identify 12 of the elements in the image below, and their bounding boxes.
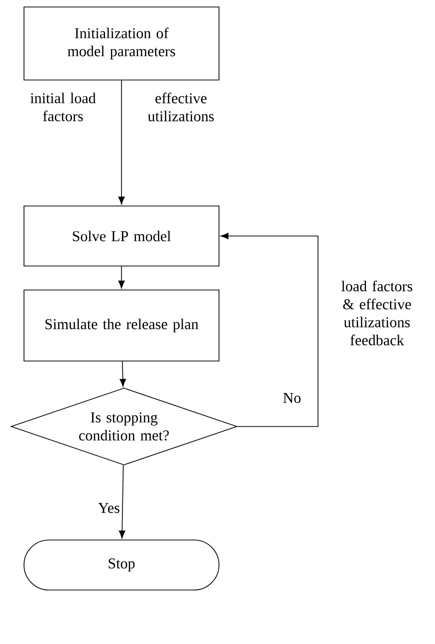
terminal-box: Stop (24, 540, 220, 590)
annotation-text: load factors & effective utilizations feedback (341, 280, 412, 346)
process-box: Initialization of model parameters (24, 6, 220, 80)
arrow (118, 464, 126, 538)
process-box: Simulate the release plan (24, 290, 220, 362)
arrow (118, 80, 125, 204)
arrow (120, 361, 126, 387)
edge-label: No (282, 392, 302, 404)
process-box: Solve LP model (24, 206, 220, 266)
arrow (220, 232, 318, 427)
edge-label: Yes (97, 502, 121, 514)
arrow (118, 266, 125, 288)
